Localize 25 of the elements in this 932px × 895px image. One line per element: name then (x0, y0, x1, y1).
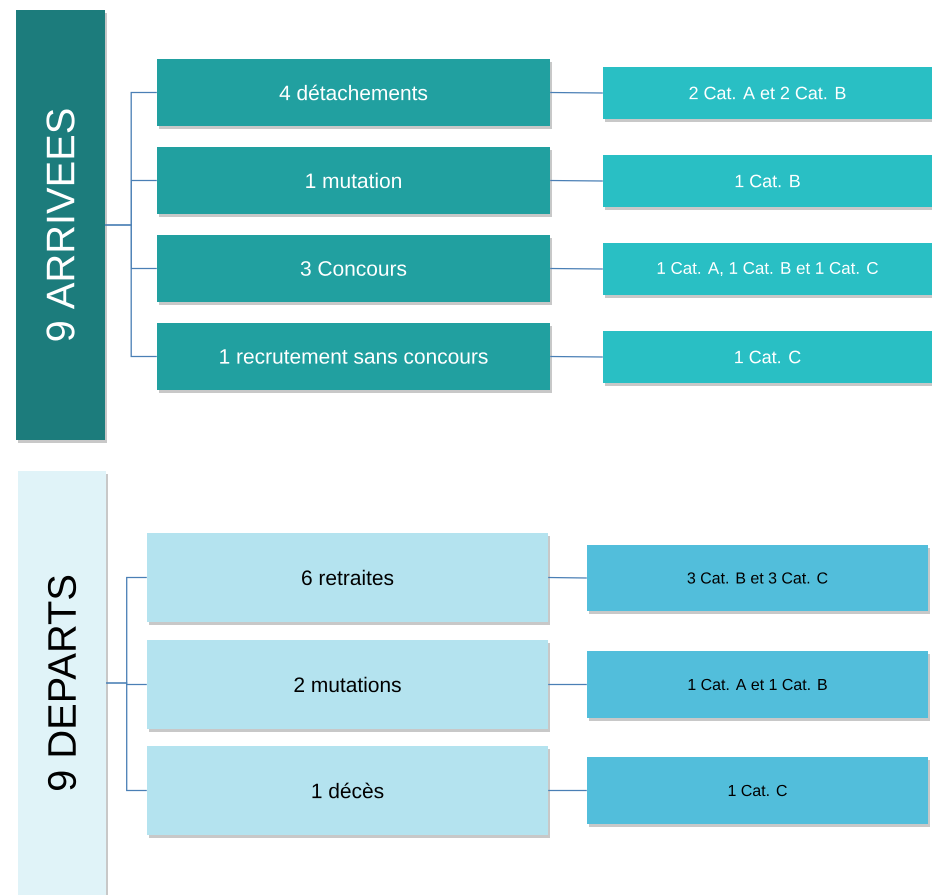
category-box: 6 retraites (147, 532, 550, 625)
connector (548, 576, 587, 579)
category-box: 1 décès (147, 746, 550, 838)
connector (550, 268, 603, 270)
detail-box: 1 Cat. C (603, 330, 932, 386)
category-box: 4 détachements (157, 59, 552, 129)
connector (550, 180, 603, 182)
detail-box: 1 Cat. B (603, 154, 932, 210)
connector (106, 682, 147, 792)
detail-box: 2 Cat. A et 2 Cat. B (603, 67, 932, 122)
category-box: 2 mutations (147, 640, 550, 732)
connector (548, 684, 587, 686)
detail-box: 3 Cat. B et 3 Cat. C (587, 544, 930, 614)
detail-box: 1 Cat. A, 1 Cat. B et 1 Cat. C (603, 242, 932, 298)
detail-box: 1 Cat. C (587, 756, 930, 827)
group-bar: 9 DEPARTS (18, 470, 108, 895)
group-bar: 9 ARRIVEES (16, 10, 107, 443)
category-box: 3 Concours (157, 234, 552, 305)
connector (550, 356, 603, 358)
category-box: 1 recrutement sans concours (157, 322, 552, 393)
connector (550, 92, 603, 94)
connector (105, 224, 157, 358)
detail-box: 1 Cat. A et 1 Cat. B (587, 650, 930, 721)
connector (548, 790, 587, 792)
category-box: 1 mutation (157, 146, 552, 217)
